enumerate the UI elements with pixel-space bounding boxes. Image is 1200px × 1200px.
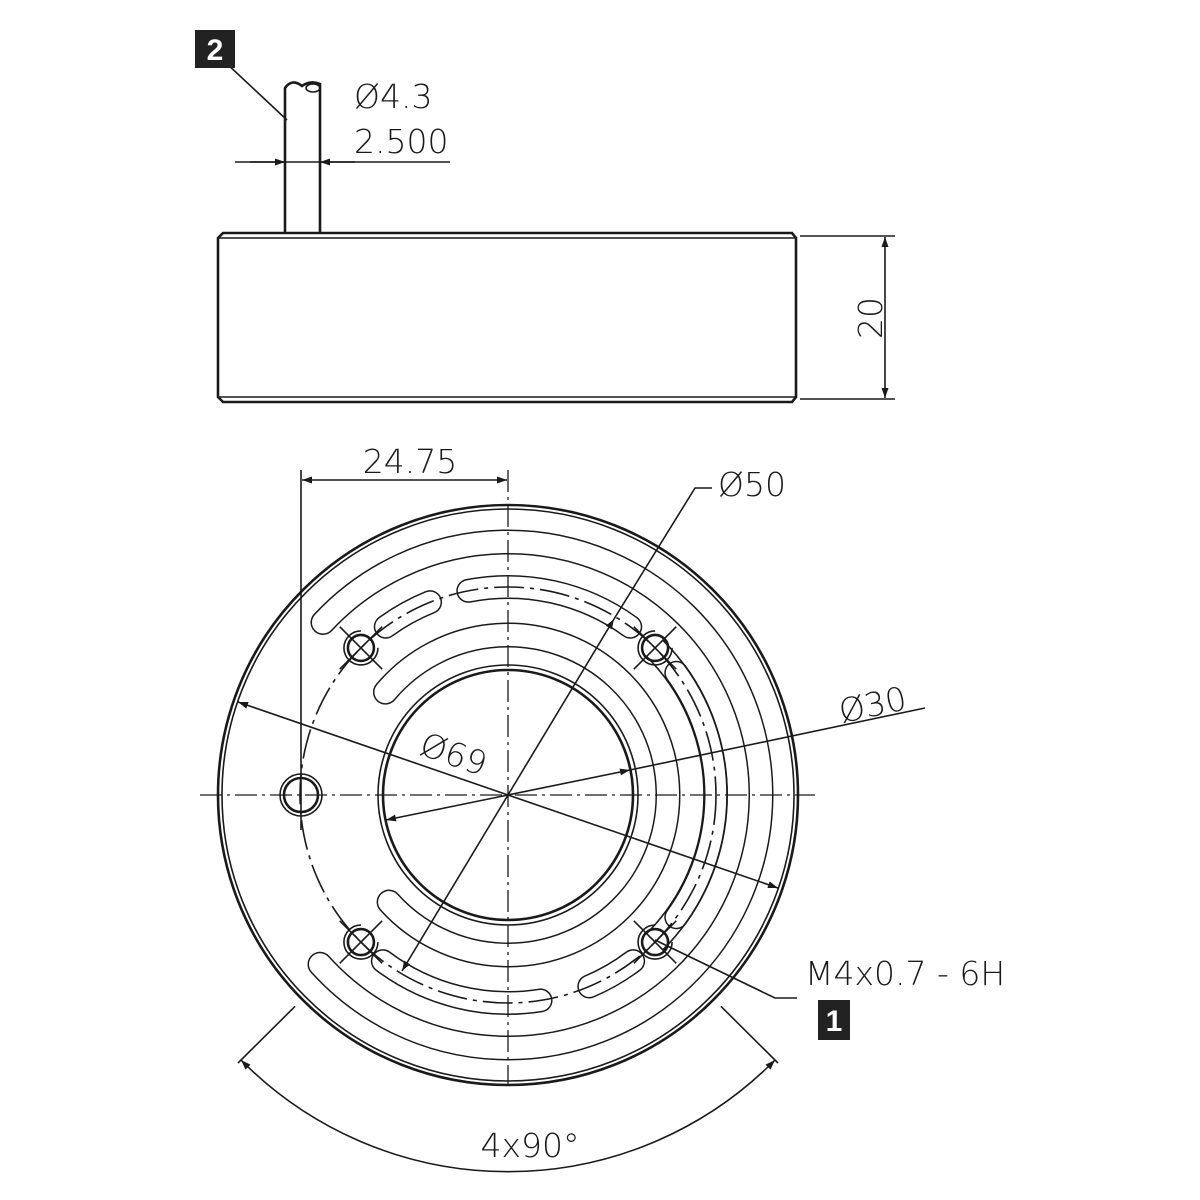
threaded-hole bbox=[640, 633, 670, 663]
side-view: 2 Ø4.3 2.500 20 bbox=[195, 30, 895, 404]
outer-slot-band bbox=[308, 531, 772, 1059]
thread-label: M4x0.7 - 6H bbox=[805, 954, 1005, 993]
height-label: 20 bbox=[851, 297, 890, 339]
bolt-circle-slot bbox=[457, 576, 641, 638]
outer-diameter-label: Ø69 bbox=[415, 725, 492, 784]
bolt-circle-slot bbox=[372, 950, 552, 1014]
hole-centerline bbox=[339, 920, 383, 964]
callout-2-leader bbox=[224, 61, 288, 121]
bolt-circle-label: Ø50 bbox=[718, 465, 786, 504]
thread-outline bbox=[343, 630, 379, 666]
angle-label: 4x90° bbox=[480, 1126, 579, 1165]
cable bbox=[283, 81, 322, 233]
angle-dimension-arc bbox=[240, 1059, 776, 1173]
hole-centerline bbox=[339, 626, 383, 670]
callout-1-badge bbox=[818, 1000, 850, 1040]
thread-outline bbox=[637, 630, 673, 666]
top-view: 24.75 Ø69 Ø30 Ø50 M4x0.7 - 6H 1 4x90° bbox=[200, 442, 1005, 1173]
cable-length-label: 2.500 bbox=[354, 122, 448, 161]
callout-1-leader bbox=[654, 939, 797, 999]
threaded-hole bbox=[640, 927, 670, 957]
threaded-hole bbox=[346, 927, 376, 957]
offset-label: 24.75 bbox=[363, 442, 457, 481]
threaded-hole bbox=[346, 633, 376, 663]
hole-centerline bbox=[633, 920, 677, 964]
hole-centerline bbox=[633, 626, 677, 670]
inner-slot-band bbox=[374, 624, 679, 966]
callout-2-badge bbox=[195, 30, 235, 68]
housing-outline bbox=[216, 231, 798, 404]
bore-diameter-label: Ø30 bbox=[835, 679, 910, 731]
thread-outline bbox=[343, 924, 379, 960]
thread-outline bbox=[637, 924, 673, 960]
callout-1-number: 1 bbox=[826, 1005, 843, 1038]
cable-diameter-label: Ø4.3 bbox=[354, 77, 432, 116]
callout-2-number: 2 bbox=[207, 34, 224, 67]
